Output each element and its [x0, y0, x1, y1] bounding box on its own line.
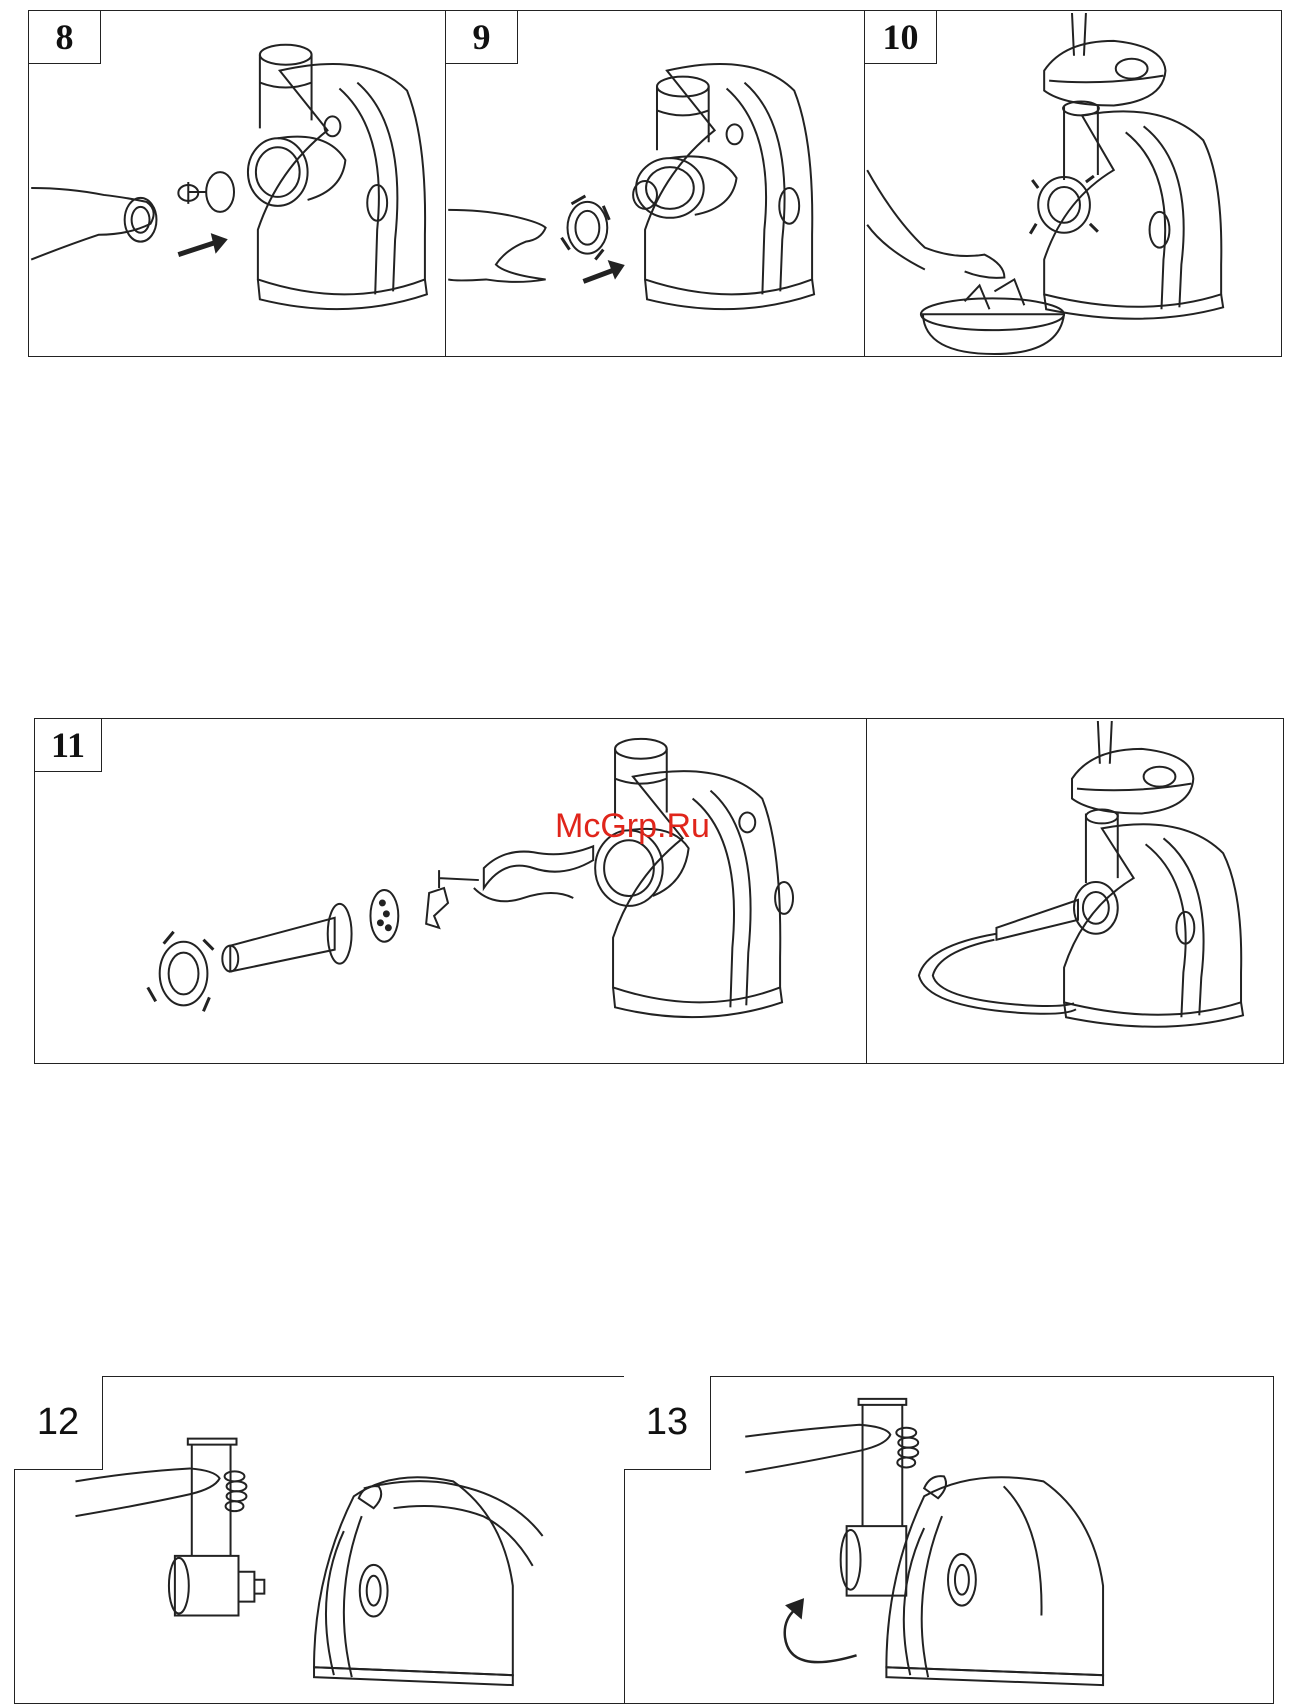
- step-11-panel: 11: [34, 718, 867, 1064]
- sausage-icon: [867, 719, 1283, 1063]
- step-13-panel: 13: [624, 1376, 1274, 1704]
- watermark: McGrp.Ru: [555, 807, 710, 846]
- meat-grinder-icon: [446, 11, 864, 356]
- step-9-panel: 9: [445, 10, 865, 357]
- vegetable-slicer-icon: [625, 1377, 1273, 1703]
- step-12-panel: 12: [14, 1376, 625, 1704]
- step-8-panel: 8: [28, 10, 446, 357]
- meat-grinder-icon: [29, 11, 445, 356]
- step-10-panel: 10: [864, 10, 1282, 357]
- meat-grinder-icon: [865, 11, 1281, 356]
- step-11-result-panel: [866, 718, 1284, 1064]
- vegetable-slicer-icon: [15, 1377, 624, 1703]
- meat-grinder-icon: [35, 719, 866, 1063]
